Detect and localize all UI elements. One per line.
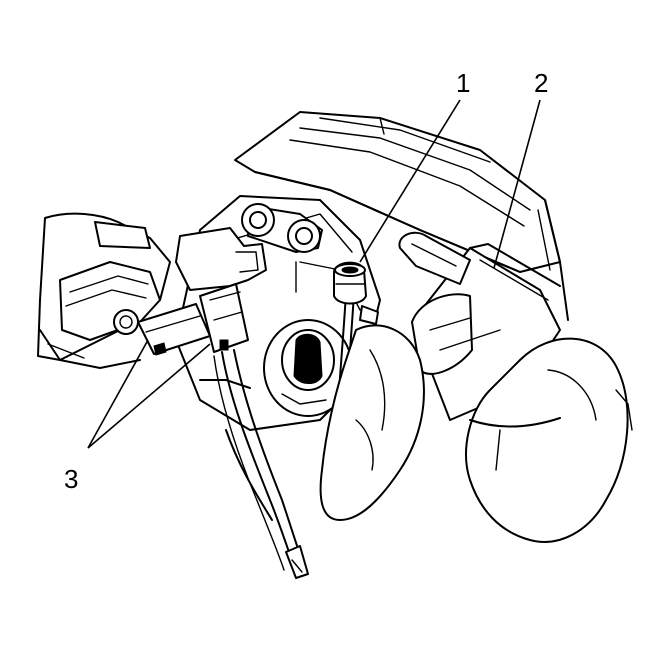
leader-3b	[87, 343, 211, 449]
connector-right	[199, 283, 249, 353]
leader-2	[493, 99, 541, 269]
hand-right	[465, 337, 633, 543]
callout-label-1: 1	[456, 68, 470, 98]
leader-3a	[87, 339, 149, 449]
lower-bushing	[263, 319, 353, 417]
callout-leaders	[87, 99, 541, 449]
top-cover	[234, 111, 569, 321]
callout-label-2: 2	[534, 68, 548, 98]
hand-left	[319, 324, 425, 521]
wiring-harness	[199, 349, 309, 579]
callout-label-3: 3	[64, 464, 78, 494]
clip-bracket	[175, 227, 267, 291]
leader-1	[359, 99, 461, 263]
pivot-link	[241, 203, 323, 253]
